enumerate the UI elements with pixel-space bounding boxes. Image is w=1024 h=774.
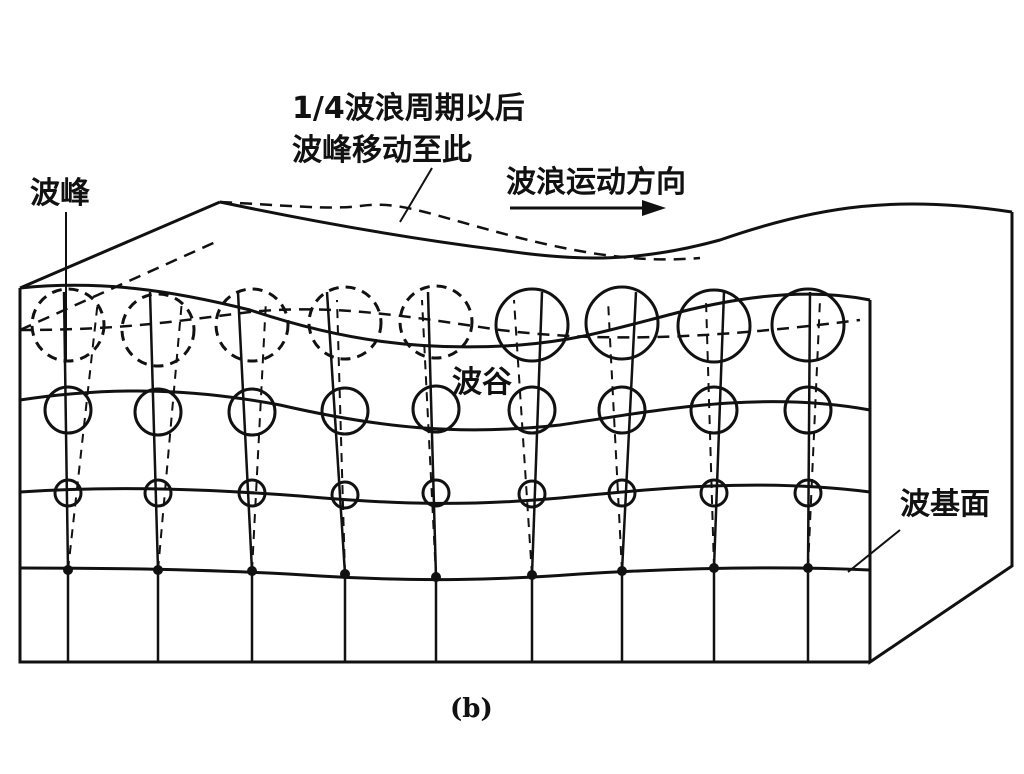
quarter-period-label: 1/4波浪周期以后 xyxy=(292,91,525,126)
particle-line xyxy=(620,291,638,572)
orbit-circle xyxy=(507,385,557,435)
shifted-left-edge xyxy=(19,238,221,332)
shifted-back-wave xyxy=(219,200,701,261)
particle-dot xyxy=(63,565,73,575)
ghost-line xyxy=(421,299,437,578)
orbit-circle xyxy=(330,480,360,510)
orbit-circle xyxy=(237,478,267,508)
right-face xyxy=(868,212,1014,665)
particle-dot xyxy=(431,572,441,582)
base-leader-line xyxy=(847,529,901,573)
orbit-circle xyxy=(307,285,383,361)
ghost-line xyxy=(607,299,623,572)
orbit-circle xyxy=(120,292,196,368)
quarter-leader-line xyxy=(399,167,433,223)
orbit-circle xyxy=(143,478,173,508)
ghost-line xyxy=(67,299,99,571)
block-outline xyxy=(18,200,1014,665)
layer-line xyxy=(19,566,871,582)
particle-line xyxy=(148,291,160,571)
orbit-circle xyxy=(398,284,474,360)
crest-label: 波峰 xyxy=(30,176,90,211)
shifted-front-wave xyxy=(19,308,861,339)
particle-dot xyxy=(340,569,350,579)
orbit-circle xyxy=(214,287,290,363)
ghost-line xyxy=(705,299,715,569)
orbit-circle xyxy=(421,478,451,508)
direction-label: 波浪运动方向 xyxy=(506,165,686,200)
layer-line xyxy=(19,389,871,432)
crest-moved-label: 波峰移动至此 xyxy=(292,133,472,168)
direction-arrow xyxy=(510,200,666,216)
orbit-circle xyxy=(227,387,277,437)
ghost-line xyxy=(336,299,346,575)
top-back-wave xyxy=(219,200,1013,260)
orbit-circle xyxy=(607,478,637,508)
trough-label: 波谷 xyxy=(452,365,512,400)
ghost-line xyxy=(807,299,821,569)
particle-line xyxy=(426,291,438,578)
ghost-line xyxy=(513,299,533,576)
orbit-circle xyxy=(133,387,183,437)
orbit-circle xyxy=(676,288,752,364)
orbit-circle xyxy=(320,386,370,436)
particle-lines xyxy=(62,291,821,662)
orbit-circle xyxy=(43,385,93,435)
particle-line xyxy=(62,291,70,571)
figure-caption: (b) xyxy=(450,694,493,724)
front-face xyxy=(18,288,870,664)
particle-dot xyxy=(617,566,627,576)
particle-dot xyxy=(803,563,813,573)
base-plane-label: 波基面 xyxy=(900,487,990,522)
particle-line xyxy=(712,291,726,569)
orbit-circle xyxy=(584,285,660,361)
orbit-circle xyxy=(689,385,739,435)
shifted-surface xyxy=(19,200,861,339)
particle-line xyxy=(325,291,347,575)
orbit-circle xyxy=(770,287,846,363)
particle-line xyxy=(236,291,254,572)
top-left-edge xyxy=(19,200,221,290)
orbit-circle xyxy=(517,479,547,509)
orbit-circle xyxy=(597,385,647,435)
particle-dot xyxy=(153,565,163,575)
orbit-circles xyxy=(30,284,846,510)
orbit-circle xyxy=(494,287,570,363)
particle-dot xyxy=(527,570,537,580)
particle-line xyxy=(806,291,812,569)
particle-dot xyxy=(247,566,257,576)
particle-line xyxy=(530,291,544,576)
ghost-line xyxy=(251,299,267,572)
ghost-line xyxy=(157,299,183,571)
orbit-circle xyxy=(411,384,461,434)
orbit-circle xyxy=(699,478,729,508)
orbit-circle xyxy=(30,287,106,363)
particle-dot xyxy=(709,563,719,573)
